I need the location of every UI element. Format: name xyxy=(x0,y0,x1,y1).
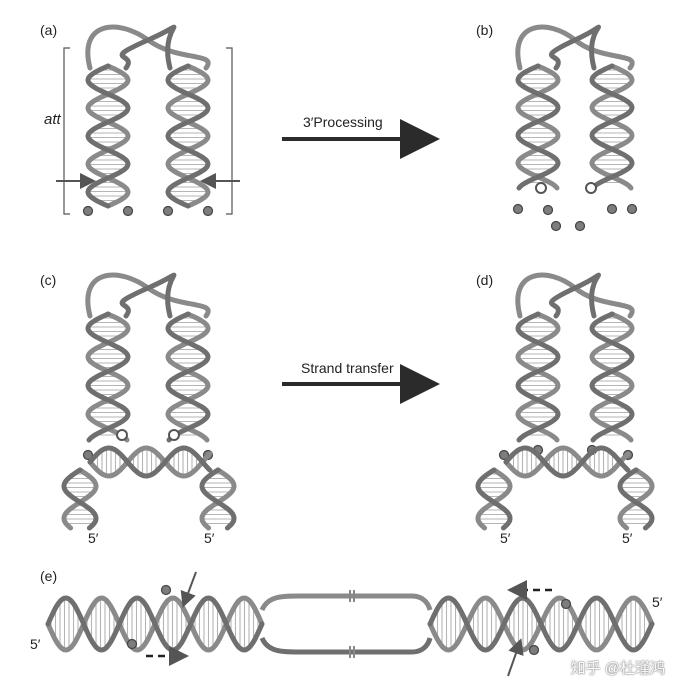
processing-step-label: 3′Processing xyxy=(303,114,383,130)
panel-a-end-2 xyxy=(122,205,134,217)
panel-b-helix-left-strand-2 xyxy=(515,63,561,191)
panel-d-target-dna-strand-2 xyxy=(503,445,631,479)
att-site-label: att xyxy=(44,111,61,128)
five-prime-label-c-right: 5′ xyxy=(204,530,215,546)
panel-d-helix-left-strand-2 xyxy=(515,311,561,443)
watermark-text: 知乎 @杜瑾鸿 xyxy=(570,660,665,677)
panel-d-loop-2 xyxy=(549,272,601,319)
panel-a-helix-right-strand-1 xyxy=(165,63,211,209)
panel-a-loop-1 xyxy=(85,24,211,71)
panel-label-c: (c) xyxy=(40,272,57,288)
five-prime-label-e-right: 5′ xyxy=(652,594,663,610)
panel-c-tail-right-strand-2 xyxy=(199,467,237,531)
panel-c-helix-right-strand-1 xyxy=(165,311,211,443)
panel-c-tail-right-strand-1 xyxy=(199,467,237,531)
panel-b-hollow-left xyxy=(535,182,547,194)
panel-d-end-3 xyxy=(498,449,510,461)
panel-label-a: (a) xyxy=(40,22,58,38)
insertion-arrow-top xyxy=(180,571,197,608)
panel-a-end-4 xyxy=(202,205,214,217)
panel-c-helix-right-strand-2 xyxy=(165,311,211,443)
panel-b-end-1 xyxy=(512,203,524,215)
panel-d-tail-right-strand-1 xyxy=(617,467,655,531)
panel-label-b: (b) xyxy=(476,22,494,38)
panel-a-helix-left-strand-2 xyxy=(85,63,131,209)
panel-label-e: (e) xyxy=(40,568,58,584)
att-bracket-left xyxy=(63,47,70,215)
insertion-arrow-bottom xyxy=(507,638,524,677)
panel-c-loop-2 xyxy=(119,272,177,319)
panel-d-target-dna-strand-1 xyxy=(503,445,631,479)
panel-a-helix-right-strand-2 xyxy=(165,63,211,209)
panel-c-target-dna-strand-1 xyxy=(87,445,213,479)
panel-b-end-4 xyxy=(550,220,562,232)
panel-a-end-3 xyxy=(162,205,174,217)
panel-d-helix-right-strand-1 xyxy=(589,311,635,443)
panel-c-end-1 xyxy=(82,449,94,461)
five-prime-label-c-left: 5′ xyxy=(88,530,99,546)
panel-d-tail-left-strand-1 xyxy=(475,467,513,531)
panel-c-hollow-left xyxy=(116,429,128,441)
panel-b-helix-right-strand-1 xyxy=(589,63,635,191)
panel-c-helix-left-strand-2 xyxy=(85,311,131,443)
panel-c-helix-left-strand-1 xyxy=(85,311,131,443)
panel-b-helix-right-strand-2 xyxy=(589,63,635,191)
five-prime-label-e-left: 5′ xyxy=(30,636,41,652)
panel-d-tail-right-strand-2 xyxy=(617,467,655,531)
panel-e-end-1 xyxy=(160,584,172,596)
panel-c-target-dna-strand-2 xyxy=(87,445,213,479)
panel-d-loop-1 xyxy=(515,272,635,319)
panel-label-d: (d) xyxy=(476,272,494,288)
panel-c-tail-left-strand-2 xyxy=(61,467,99,531)
panel-b-end-3 xyxy=(542,204,554,216)
strand-transfer-step-label: Strand transfer xyxy=(301,360,394,376)
panel-d-helix-right-strand-2 xyxy=(589,311,635,443)
panel-d-helix-left-strand-1 xyxy=(515,311,561,443)
att-bracket-right xyxy=(226,47,233,215)
panel-e-end-2 xyxy=(126,638,138,650)
panel-b-helix-left-strand-1 xyxy=(515,63,561,191)
panel-e-bridge-bottom xyxy=(259,636,433,655)
panel-e-end-4 xyxy=(528,644,540,656)
panel-c-loop-1 xyxy=(85,272,211,319)
panel-b-end-2 xyxy=(626,203,638,215)
panel-e-bridge-top xyxy=(259,593,433,612)
panel-c-hollow-right xyxy=(168,429,180,441)
five-prime-label-d-left: 5′ xyxy=(500,530,511,546)
panel-e-helix-left-strand-2 xyxy=(45,595,265,653)
panel-a-helix-left-strand-1 xyxy=(85,63,131,209)
panel-b-loop-1 xyxy=(515,24,635,71)
panel-e-end-3 xyxy=(560,598,572,610)
panel-a-loop-2 xyxy=(119,24,177,71)
panel-d-tail-left-strand-2 xyxy=(475,467,513,531)
panel-b-end-5 xyxy=(574,220,586,232)
five-prime-label-d-right: 5′ xyxy=(622,530,633,546)
panel-b-end-6 xyxy=(606,203,618,215)
panel-c-tail-left-strand-1 xyxy=(61,467,99,531)
panel-a-end-1 xyxy=(82,205,94,217)
panel-e-helix-right-strand-2 xyxy=(427,595,655,653)
helix-layer xyxy=(45,24,655,658)
panel-b-loop-2 xyxy=(549,24,601,71)
panel-b-hollow-right xyxy=(585,182,597,194)
